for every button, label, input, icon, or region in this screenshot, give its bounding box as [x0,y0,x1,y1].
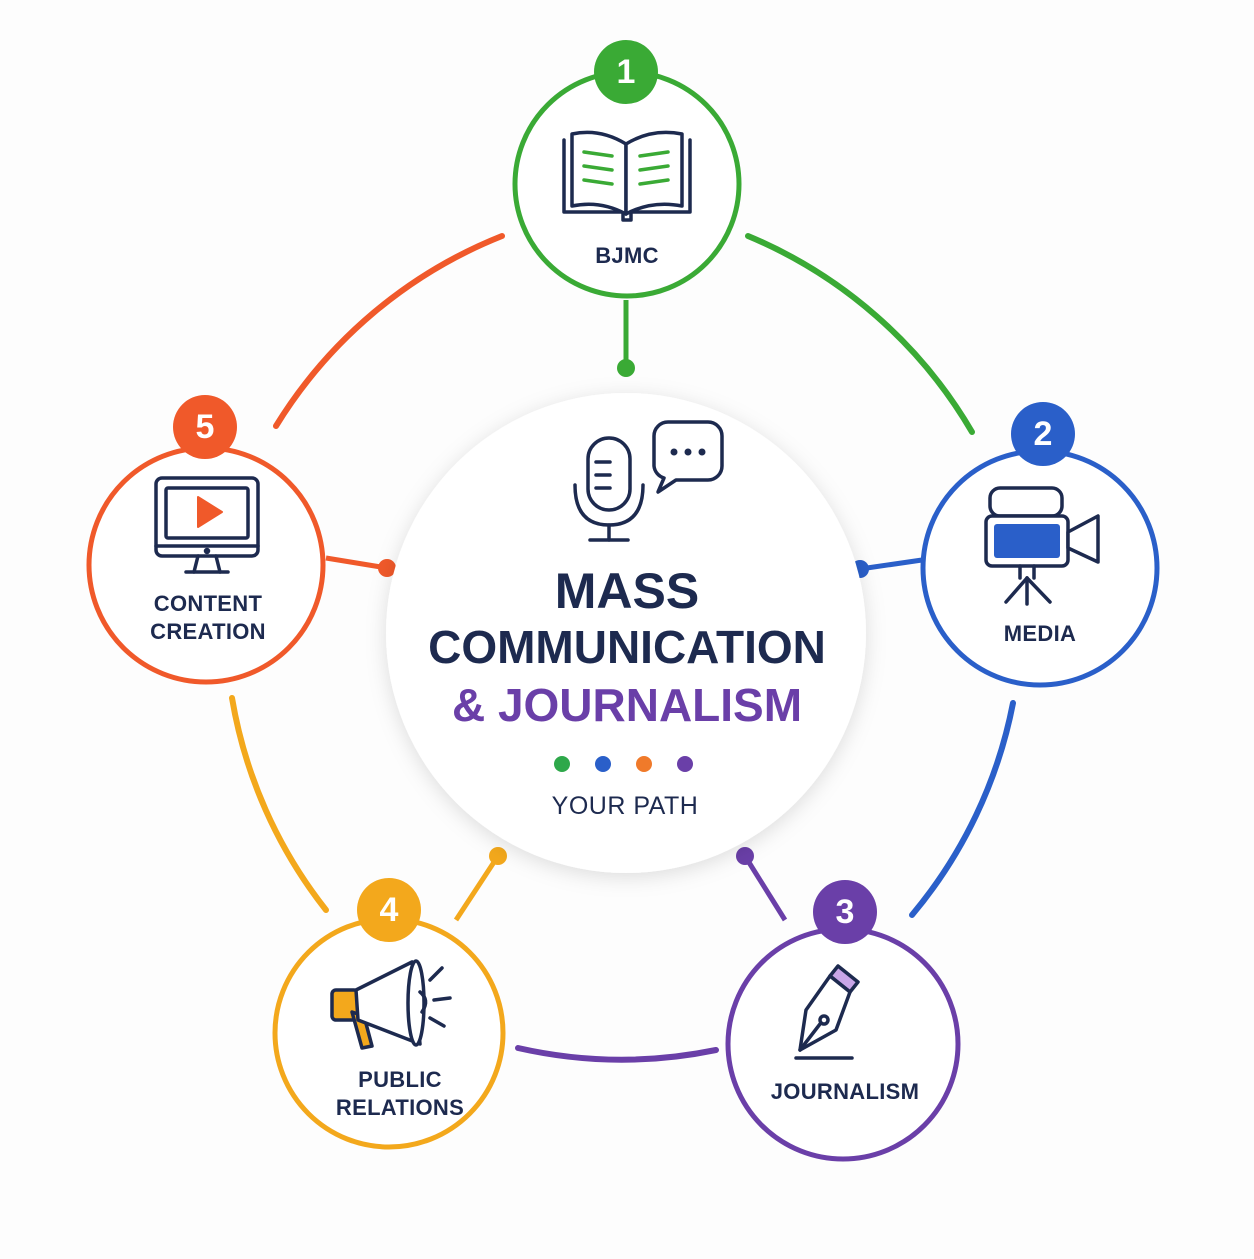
center-dot-1 [554,756,570,772]
node-2-circle[interactable] [920,448,1160,688]
node-4-label: PUBLIC RELATIONS [335,1067,465,1120]
fountain-pen-icon [794,964,860,1060]
center-dot-2 [595,756,611,772]
node-3-label: JOURNALISM [770,1079,920,1104]
node-3-badge [813,880,877,944]
node-4-number: 4 [379,891,399,929]
ring-arc-1-2 [745,233,975,435]
node-5-number: 5 [195,408,215,446]
center-title-line-1: MASS [554,563,700,619]
center-dot-4 [677,756,693,772]
megaphone-icon [330,959,452,1050]
microphone-icon [573,436,645,542]
spoke-dot-5 [378,559,396,577]
spoke-dot-4 [489,847,507,865]
spoke-3 [742,854,788,922]
monitor-play-icon [154,476,260,574]
node-5-badge [173,395,237,459]
center-title-line-2: COMMUNICATION [428,621,826,673]
spoke-4 [453,854,501,922]
center-subtitle: YOUR PATH [551,792,699,820]
speech-bubble-icon [652,420,724,494]
ring-arc-2-3 [909,700,1016,918]
spoke-dot-3 [736,847,754,865]
node-3-circle[interactable] [725,926,961,1162]
node-1-label: BJMC [595,243,659,268]
open-book-icon [562,130,692,222]
node-4-badge [357,878,421,942]
ring-arc-5-1 [273,233,505,429]
node-2-label: MEDIA [1003,621,1077,646]
center-circle [386,393,866,873]
ring-arc-4-5 [229,695,329,913]
spoke-5 [325,555,388,571]
node-1-number: 1 [616,53,636,91]
spoke-dot-1 [617,359,635,377]
node-5-label: CONTENT CREATION [150,591,266,644]
node-2-badge [1011,402,1075,466]
spoke-2 [859,557,923,572]
node-2-number: 2 [1033,415,1053,453]
node-1-badge [594,40,658,104]
center-title-line-3: & JOURNALISM [451,679,803,731]
video-camera-icon [984,486,1100,606]
center-dot-3 [636,756,652,772]
ring-arc-3-4 [515,1045,719,1063]
node-3-number: 3 [835,893,855,931]
